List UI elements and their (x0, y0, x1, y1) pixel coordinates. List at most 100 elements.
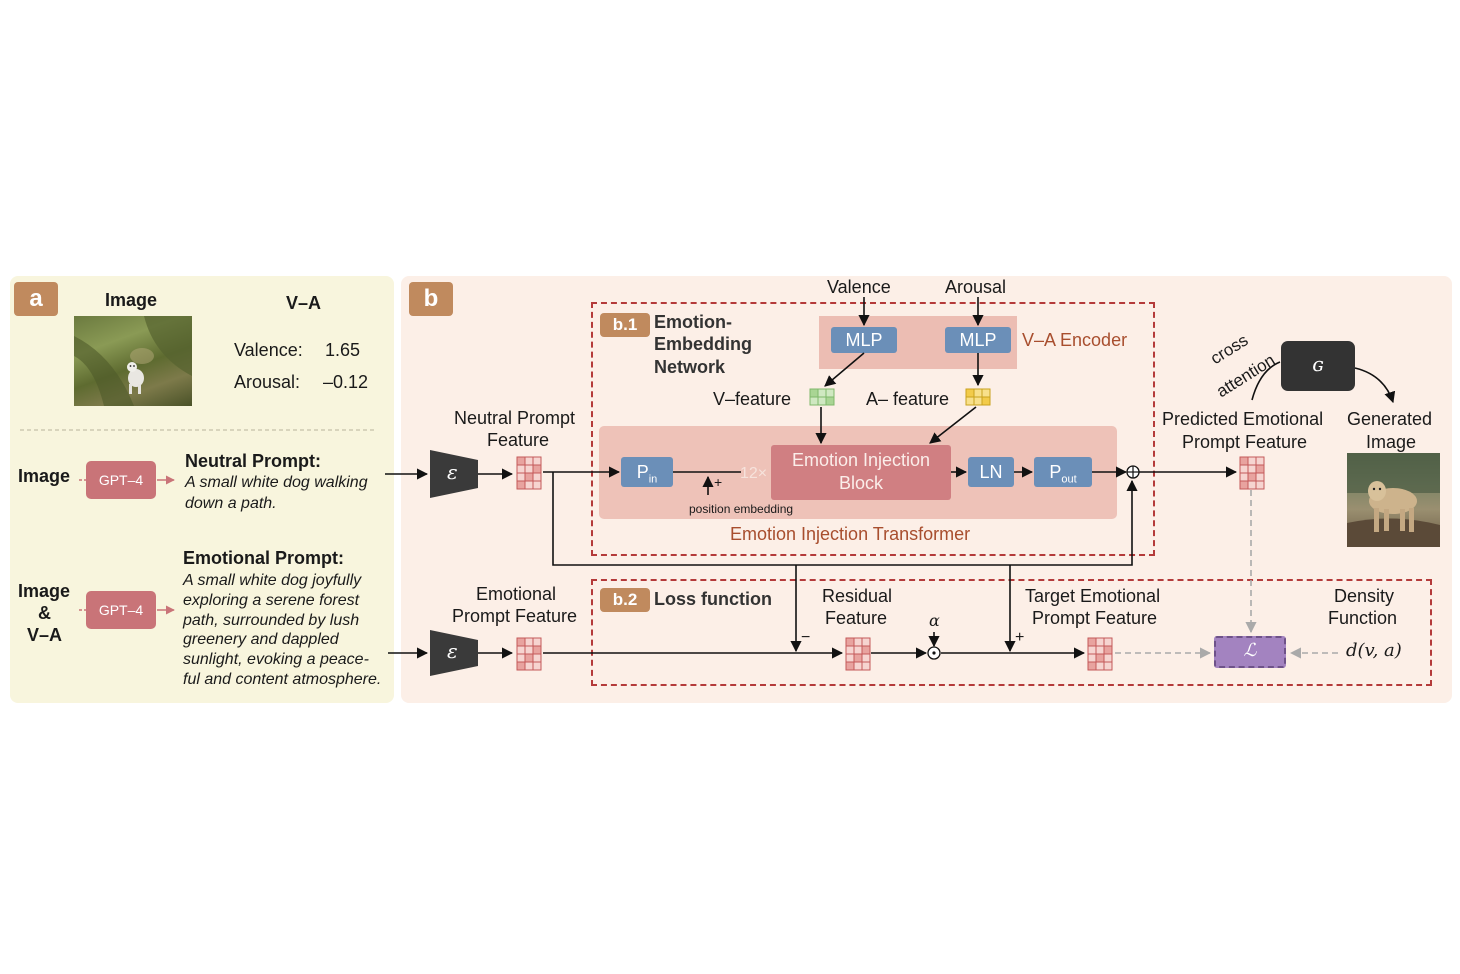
neutral-prompt-title: Neutral Prompt: (185, 451, 322, 471)
row1-input-label: Image (18, 466, 71, 486)
target-line-2: Prompt Feature (1032, 608, 1158, 628)
feature-grid-cell (1095, 653, 1105, 663)
feature-grid-cell (516, 472, 526, 482)
feature-grid-cell (1239, 472, 1249, 482)
oplus-node (1126, 465, 1140, 479)
neutral-prompt-line-2: down a path. (185, 495, 277, 512)
feature-grid-cell (532, 653, 542, 663)
feature-grid-cell (1087, 637, 1097, 647)
feature-grid-cell (853, 637, 863, 647)
encoder-symbol-1: ε (447, 460, 458, 484)
va-header: V–A (286, 293, 322, 313)
position-embedding-label: position embedding (689, 502, 794, 516)
feature-grid-cell (532, 645, 542, 655)
density-line-2: Function (1328, 608, 1398, 628)
feature-grid-cell (1095, 637, 1105, 647)
feature-grid-cell (1103, 637, 1113, 647)
a-feature-grid (965, 388, 991, 411)
feature-grid-cell (1239, 456, 1249, 466)
feature-grid-cell (1247, 456, 1257, 466)
feature-grid-cell (1239, 480, 1249, 490)
feature-grid-cell (524, 637, 534, 647)
feature-grid-cell (1103, 661, 1113, 671)
valence-value: 1.65 (325, 340, 361, 360)
odot-node (927, 646, 941, 660)
transformer-label: Emotion Injection Transformer (730, 524, 971, 544)
feature-grid-cell (1247, 464, 1257, 474)
mlp-arousal: MLP (945, 327, 1011, 353)
residual-line-1: Residual (822, 586, 893, 606)
generated-line-2: Image (1366, 432, 1417, 452)
feature-grid-svg (809, 388, 835, 406)
p-out-box: Pout (1034, 457, 1092, 487)
row2-input-line-3: V–A (27, 625, 63, 645)
feature-grid-cell (861, 645, 871, 655)
neutral-prompt-line-1: A small white dog walking (185, 474, 368, 491)
feature-grid-cell (825, 396, 835, 406)
block-label-line-2: Block (838, 473, 883, 493)
arousal-input-label: Arousal (945, 277, 1007, 297)
feature-grid-svg (1239, 456, 1265, 490)
feature-grid-cell (853, 645, 863, 655)
loss-box (1214, 636, 1286, 668)
target-feature-grid (1087, 637, 1113, 676)
predicted-line-1: Predicted Emotional (1162, 409, 1324, 429)
emotional-prompt-line-4: greenery and dappled (183, 631, 339, 648)
b2-dashed-box (591, 579, 1432, 686)
feature-grid-cell (532, 456, 542, 466)
feature-grid-cell (981, 396, 991, 406)
feature-grid-cell (853, 653, 863, 663)
emotional-prompt-line-1: A small white dog joyfully (183, 572, 362, 589)
feature-grid-cell (1087, 645, 1097, 655)
feature-grid-cell (1255, 456, 1265, 466)
generated-dog-photo (1347, 453, 1440, 547)
feature-grid-cell (532, 480, 542, 490)
feature-grid-cell (532, 472, 542, 482)
feature-grid-cell (825, 388, 835, 398)
feature-grid-cell (532, 464, 542, 474)
b1-dashed-box (591, 302, 1155, 556)
text-encoder-1 (430, 450, 478, 503)
row2-input-line-1: Image (18, 581, 71, 601)
density-line-1: Density (1334, 586, 1395, 606)
generated-line-1: Generated (1347, 409, 1433, 429)
neutral-feature-line-2: Feature (487, 430, 550, 450)
feature-grid-cell (1095, 661, 1105, 671)
feature-grid-cell (1087, 653, 1097, 663)
feature-grid-cell (516, 637, 526, 647)
feature-grid-cell (532, 661, 542, 671)
feature-grid-cell (524, 653, 534, 663)
row2-input-line-2: & (38, 603, 51, 623)
feature-grid-cell (516, 456, 526, 466)
mlp-valence: MLP (831, 327, 897, 353)
residual-feature-grid (845, 637, 871, 676)
feature-grid-cell (861, 637, 871, 647)
text-encoder-2 (430, 630, 478, 681)
b2-title: Loss function (654, 589, 772, 609)
gpt4-box-2: GPT–4 (86, 591, 156, 629)
emotion-injection-block (771, 445, 951, 500)
feature-grid-cell (524, 661, 534, 671)
feature-grid-cell (861, 661, 871, 671)
predicted-feature-grid (1239, 456, 1265, 495)
density-formula: d(v, a) (1346, 640, 1402, 661)
feature-grid-cell (965, 388, 975, 398)
p-in-subscript: in (648, 473, 658, 486)
feature-grid-cell (524, 645, 534, 655)
dog-photo-input (74, 316, 192, 406)
generator-box (1281, 341, 1355, 391)
panel-b-tag: b (409, 282, 453, 316)
loss-symbol: ℒ (1243, 640, 1257, 661)
feature-grid-cell (809, 396, 819, 406)
b2-tag: b.2 (600, 588, 650, 612)
feature-grid-cell (973, 388, 983, 398)
emotional-prompt-line-5: sunlight, evoking a peace- (183, 651, 369, 668)
feature-grid-cell (1255, 480, 1265, 490)
emotional-feature-line-1: Emotional (476, 584, 557, 604)
encoder-symbol-2: ε (447, 639, 458, 663)
feature-grid-cell (516, 653, 526, 663)
a-feature-label: A– feature (866, 389, 950, 409)
b1-title-line-3: Network (654, 357, 726, 377)
feature-grid-cell (861, 653, 871, 663)
valence-input-label: Valence (827, 277, 891, 297)
